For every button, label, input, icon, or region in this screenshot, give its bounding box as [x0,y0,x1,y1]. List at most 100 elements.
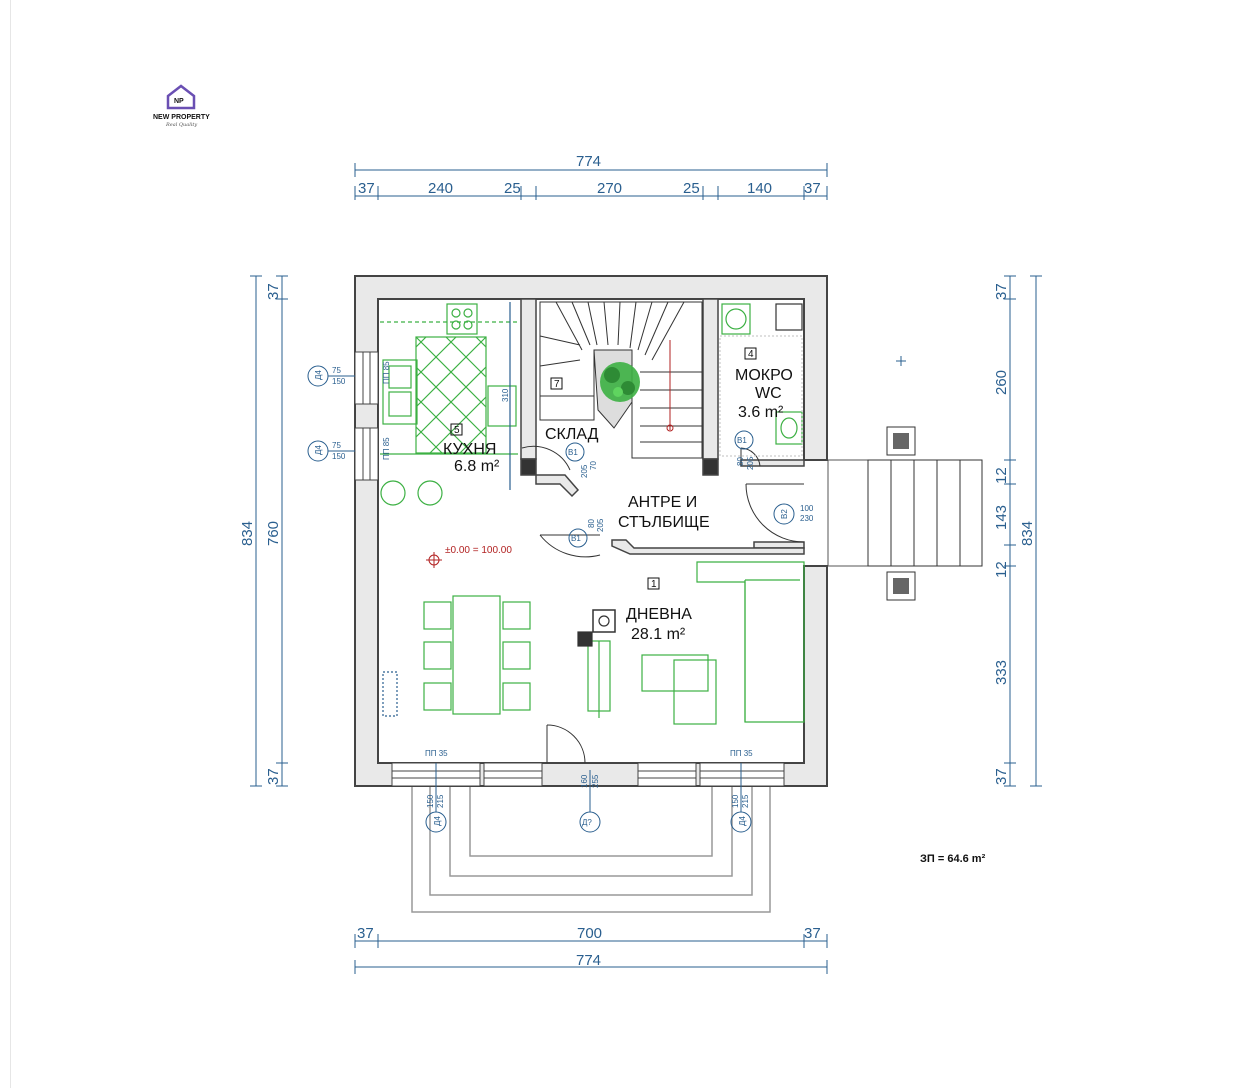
tag-d4-bottom-right: Д4 [738,816,747,826]
stair-post-bottom [886,571,916,601]
dim-right-7: 37 [993,768,1010,785]
windows-left [354,351,379,481]
tag-d4-lower-h: 150 [332,452,346,461]
dim-bottom-1: 37 [357,925,374,942]
tag-b1-hall: В1 [571,534,581,543]
storage-number-box [550,377,563,390]
storage-number: 7 [554,379,560,390]
sill-pp85-b: ПП 85 [382,437,391,460]
dim-top-7: 37 [804,180,821,197]
dim-bottom-2: 700 [577,925,602,942]
tag-d4-bottom-left: Д4 [433,816,442,826]
hall-name-line1: АНТРЕ И [628,494,697,511]
small-dim-4: 205 [580,464,589,478]
dim-bottom-3: 37 [804,925,821,942]
small-dim-6: 205 [596,518,605,532]
storage-name: СКЛАД [545,426,599,443]
tag-b2-w: 100 [800,504,814,513]
kitchen-name: КУХНЯ [443,441,496,458]
dim-top-total: 774 [576,153,601,170]
living-area: 28.1 m² [631,626,686,643]
tag-d4-lower-w: 75 [332,441,341,450]
dim-right-6: 333 [993,660,1010,685]
tag-d-unknown: Д? [582,818,592,827]
dim-top-3: 25 [504,180,521,197]
small-dim-11: 150 [731,794,740,808]
small-dim-3: 70 [589,461,598,470]
dim-top-4: 270 [597,180,622,197]
small-dim-9: 150 [426,794,435,808]
sill-pp35-b: ПП 35 [730,749,753,758]
tag-b1-wc: В1 [737,436,747,445]
tag-b2: В2 [780,509,789,519]
terrace [411,785,771,913]
wc-name-line2: WC [755,385,782,402]
opening-tags [307,365,795,833]
dim-top-1: 37 [358,180,375,197]
small-dimension-labels: 80 205 70 205 80 205 160 255 150 215 150… [426,388,755,808]
dim-bottom-total: 774 [576,952,601,969]
north-marker [896,356,906,366]
plant [600,362,640,402]
living-number: 1 [651,579,657,590]
elevation-marker [426,552,442,568]
right-dimensions [1004,275,1042,787]
small-dim-7: 160 [580,774,589,788]
top-dimensions [354,163,828,200]
exterior-walls [354,275,828,787]
bottom-dimensions [354,934,828,974]
tag-b1-storage: В1 [568,448,578,457]
dim-right-1: 37 [993,283,1010,300]
logo-tagline: Real Quality [165,122,197,128]
small-dim-8: 255 [591,774,600,788]
small-dim-2: 205 [746,456,755,470]
dining-set [382,595,531,717]
wc-name-line1: МОКРО [735,367,793,384]
windows-bottom [391,762,785,787]
small-dim-10: 215 [436,794,445,808]
wc-number-box [744,347,757,360]
logo-mark: NP [174,98,184,105]
sill-pp35-a: ПП 35 [425,749,448,758]
living-furniture [577,561,805,725]
elevation-label: ±0.00 = 100.00 [445,545,512,556]
dim-left-top: 37 [265,283,282,300]
small-dim-1: 80 [736,457,745,466]
dim-right-4: 143 [993,505,1010,530]
entrance-stairs [827,459,983,567]
hall-name-line2: СТЪЛБИЩЕ [618,514,710,531]
built-area-label: ЗП = 64.6 m² [920,853,986,865]
tag-b2-h: 230 [800,514,814,523]
tag-d4-upper: Д4 [314,370,323,380]
small-dim-13: 310 [501,388,510,402]
kitchen-number-box [450,423,463,436]
living-name: ДНЕВНА [626,606,692,623]
wc-fixtures [719,303,803,457]
interior-walls [520,298,805,555]
dim-right-outer: 834 [1019,521,1036,546]
wc-area: 3.6 m² [738,404,784,421]
dim-right-3: 12 [993,467,1010,484]
dim-right-5: 12 [993,561,1010,578]
wc-number: 4 [748,349,754,360]
sill-pp85-a: ПП 85 [382,361,391,384]
tag-d4-upper-w: 75 [332,366,341,375]
logo-name: NEW PROPERTY [153,114,210,121]
dim-top-5: 25 [683,180,700,197]
tag-d4-lower: Д4 [314,445,323,455]
page-edge [10,0,11,1088]
small-dim-5: 80 [587,519,596,528]
small-dim-12: 215 [741,794,750,808]
living-number-box [647,577,660,590]
company-logo: NP NEW PROPERTY Real Quality [153,84,210,128]
stair-post-top [886,426,916,456]
kitchen-area: 6.8 m² [454,458,500,475]
dim-right-2: 260 [993,370,1010,395]
tag-d4-upper-h: 150 [332,377,346,386]
dim-top-2: 240 [428,180,453,197]
kitchen-number: 5 [454,425,460,436]
left-dimensions [250,275,288,787]
dim-left-inner: 760 [265,521,282,546]
dim-left-outer: 834 [239,521,256,546]
